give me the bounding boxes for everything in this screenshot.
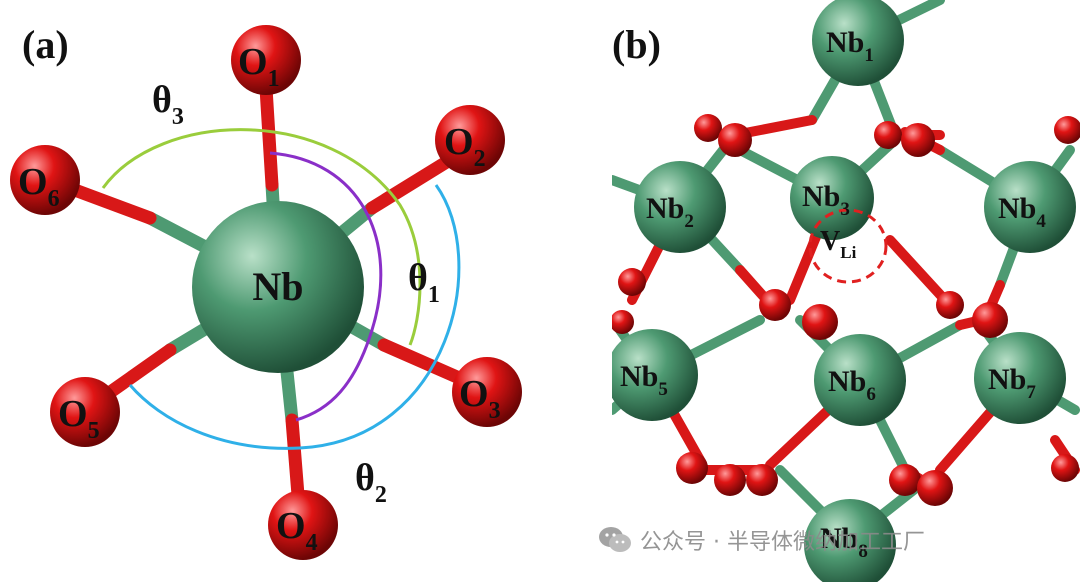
theta3-arc: [101, 128, 422, 346]
nb1-label: Nb1: [826, 26, 874, 66]
o3-label: O3: [459, 373, 501, 424]
nb1-atom: [812, 0, 904, 86]
watermark-text: 公众号 · 半导体微纳加工工厂: [640, 530, 925, 555]
watermark: 公众号 · 半导体微纳加工工厂: [598, 524, 925, 556]
nb7-atom: [974, 332, 1066, 424]
nb-central-label: Nb: [252, 264, 303, 309]
panel-a-label: (a): [22, 22, 69, 67]
nb2-label: Nb2: [646, 192, 694, 232]
oxygen-atom: [268, 490, 338, 560]
oxygen-atom: [231, 25, 301, 95]
nb8-atom: [804, 499, 896, 582]
theta1-label: θ1: [408, 257, 440, 308]
o6-label: O6: [18, 161, 60, 212]
panel-a-octahedron: (a) Nb O1 O2 O3 O4 O5 O6 θ1 θ2 θ3: [10, 22, 522, 560]
theta1-arc: [269, 151, 383, 422]
nb5-atom: [612, 329, 698, 421]
theta2-label: θ2: [355, 457, 387, 508]
theta3-label: θ3: [152, 79, 184, 130]
o5-label: O5: [58, 393, 100, 444]
panel-b-lattice: (b) Nb1 Nb2 Nb3 Nb4 Nb5 Nb6 Nb7 Nb8 VLi: [612, 0, 1080, 582]
oxygen-atom: [452, 357, 522, 427]
vacancy-circle: [808, 208, 888, 284]
nb6-label: Nb6: [828, 365, 876, 405]
nb3-atom: [790, 156, 874, 240]
wechat-icon: [599, 527, 631, 552]
panel-b-oxygen-atoms: [612, 114, 1080, 506]
nb5-label: Nb5: [620, 360, 668, 400]
o4-label: O4: [276, 505, 318, 556]
theta2-arc: [128, 184, 461, 450]
oxygen-atom: [10, 145, 80, 215]
oxygen-atom: [50, 377, 120, 447]
nb8-label: Nb8: [820, 522, 868, 562]
nb7-label: Nb7: [988, 363, 1036, 403]
nb6-atom: [814, 334, 906, 426]
panel-b-nb-atoms: [612, 0, 1076, 582]
panel-b-label: (b): [612, 22, 661, 67]
nb3-label: Nb3: [802, 180, 850, 220]
o2-label: O2: [444, 121, 486, 172]
nb2-atom: [634, 161, 726, 253]
nb4-atom: [984, 161, 1076, 253]
o1-label: O1: [238, 41, 280, 92]
nb-central-atom: [192, 201, 364, 373]
panel-a-oxygen-atoms: [10, 25, 522, 560]
vacancy-label: VLi: [820, 226, 857, 262]
oxygen-atom: [435, 105, 505, 175]
nb4-label: Nb4: [998, 192, 1046, 232]
